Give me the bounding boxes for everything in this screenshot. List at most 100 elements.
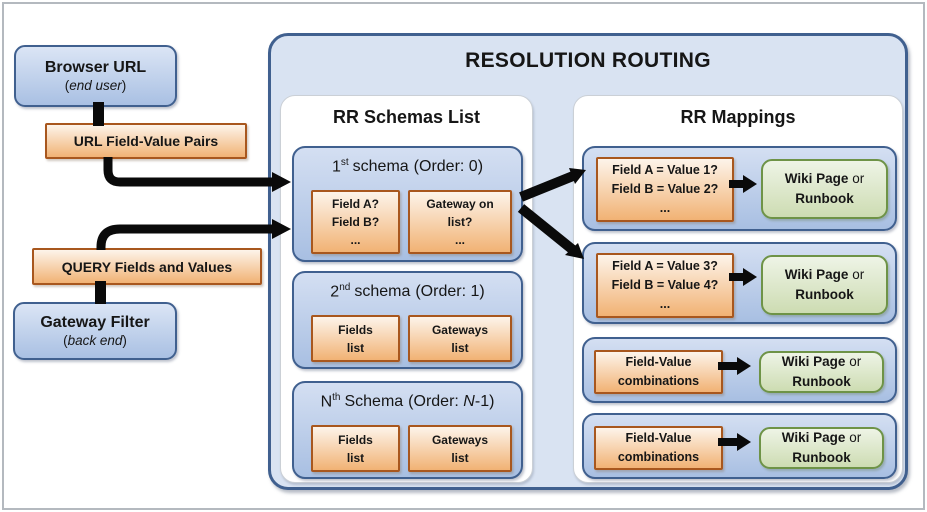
chip-line: Fields [338,432,373,447]
paren-open: ( [63,332,68,348]
arrow-query-to-schema1 [96,224,273,252]
gateway-filter-subtitle-text: back end [67,332,123,348]
paren-close: ) [122,332,127,348]
mapping-row: Field A = Value 3? Field B = Value 4? ..… [582,242,897,324]
paren-close: ) [121,77,127,93]
chip-line: list [346,340,365,355]
order-pre: (Order: [413,158,469,176]
chip-line: list [451,450,469,465]
chip-line: Gateways [431,432,489,447]
order-label: (Order: N-1) [408,393,494,410]
condition-line: Field A = Value 3? [612,259,718,274]
chip-line: Gateways [431,322,489,337]
condition-line: ... [659,296,671,311]
chip-line: Field A? [332,197,379,211]
browser-url-title: Browser URL [44,58,147,76]
chip-line: Gateway on [426,197,494,211]
or-label: or [848,266,865,282]
mapping-target-box: Wiki Page or Runbook [761,255,888,315]
mapping-target-box: Wiki Page or Runbook [759,427,884,469]
schema-n-fields-chip: Fields list [311,425,400,472]
schema-2-gateways-chip: Gateways list [408,315,512,362]
mapping-row: Field-Value combinations Wiki Page or Ru… [582,413,897,479]
ordinal: N [320,393,333,411]
arrow-urlpairs-to-schema1 [103,157,273,187]
wiki-page-label: Wiki Page [781,353,846,369]
or-label: or [845,429,862,445]
runbook-label: Runbook [795,287,854,302]
order-pre: (Order: [408,393,464,411]
ordinal: 2 [330,283,340,301]
mapping-condition-box: Field A = Value 1? Field B = Value 2? ..… [596,157,734,222]
mapping-target-box: Wiki Page or Runbook [761,159,888,219]
mapping-row: Field A = Value 1? Field B = Value 2? ..… [582,146,897,231]
order-post: -1) [474,393,495,411]
condition-line: Field B = Value 2? [611,182,719,197]
query-fields-values-node: QUERY Fields and Values [32,248,262,285]
mapping-condition-box: Field-Value combinations [594,426,723,470]
chip-line: list [346,450,365,465]
chip-line: list [451,340,469,355]
rr-mappings-title: RR Mappings [680,107,796,127]
condition-line: Field-Value [625,355,692,370]
schema-1-gateway-chip: Gateway on list? ... [408,190,512,254]
rr-mappings-panel: RR Mappings Field A = Value 1? Field B =… [573,95,903,483]
browser-url-subtitle: (end user) [65,78,127,95]
ordinal: 1 [331,158,341,176]
target-line: Wiki Page or [782,352,861,372]
schema-2-fields-chip: Fields list [311,315,400,362]
runbook-label: Runbook [795,191,854,206]
mapping-condition-box: Field A = Value 3? Field B = Value 4? ..… [596,253,734,318]
or-label: or [848,170,865,186]
condition-line: ... [659,200,671,215]
order-post: 0) [468,158,484,176]
order-pre: (Order: [415,283,471,301]
wiki-page-label: Wiki Page [784,170,849,186]
schema-word: schema [354,283,411,301]
wiki-page-label: Wiki Page [781,429,846,445]
gateway-filter-subtitle: (back end) [63,333,127,350]
query-fields-values-label: QUERY Fields and Values [61,258,233,275]
mapping-row: Field-Value combinations Wiki Page or Ru… [582,337,897,403]
condition-line: Field B = Value 4? [611,278,719,293]
chip-line: Field B? [331,215,380,229]
gateway-filter-node: Gateway Filter (back end) [13,302,177,360]
order-variable: N [463,393,475,411]
target-line: Wiki Page or [785,169,864,189]
browser-url-node: Browser URL (end user) [14,45,177,107]
wiki-page-label: Wiki Page [784,266,849,282]
url-field-value-pairs-label: URL Field-Value Pairs [73,133,219,149]
schema-n-gateways-chip: Gateways list [408,425,512,472]
or-label: or [845,353,862,369]
runbook-label: Runbook [792,374,851,389]
url-field-value-pairs-node: URL Field-Value Pairs [45,123,247,159]
chip-line: ... [350,233,361,247]
order-post: 1) [470,283,485,301]
condition-line: Field-Value [625,431,692,446]
rr-schemas-list-title: RR Schemas List [332,107,481,127]
condition-line: Field A = Value 1? [612,163,718,178]
schema-word: Schema [344,393,404,411]
browser-url-subtitle-text: end user [69,77,122,93]
resolution-routing-title: RESOLUTION ROUTING [465,49,711,72]
gateway-filter-title: Gateway Filter [40,313,150,331]
condition-line: combinations [617,374,700,388]
order-label: (Order: 0) [414,158,483,175]
ordinal-suffix: nd [339,282,351,293]
ordinal-suffix: th [332,392,341,403]
condition-line: combinations [617,450,700,464]
paren-open: ( [64,77,70,93]
schema-word: schema [352,158,409,176]
target-line: Wiki Page or [782,428,861,448]
chip-line: list? [447,215,473,229]
mapping-target-box: Wiki Page or Runbook [759,351,884,393]
